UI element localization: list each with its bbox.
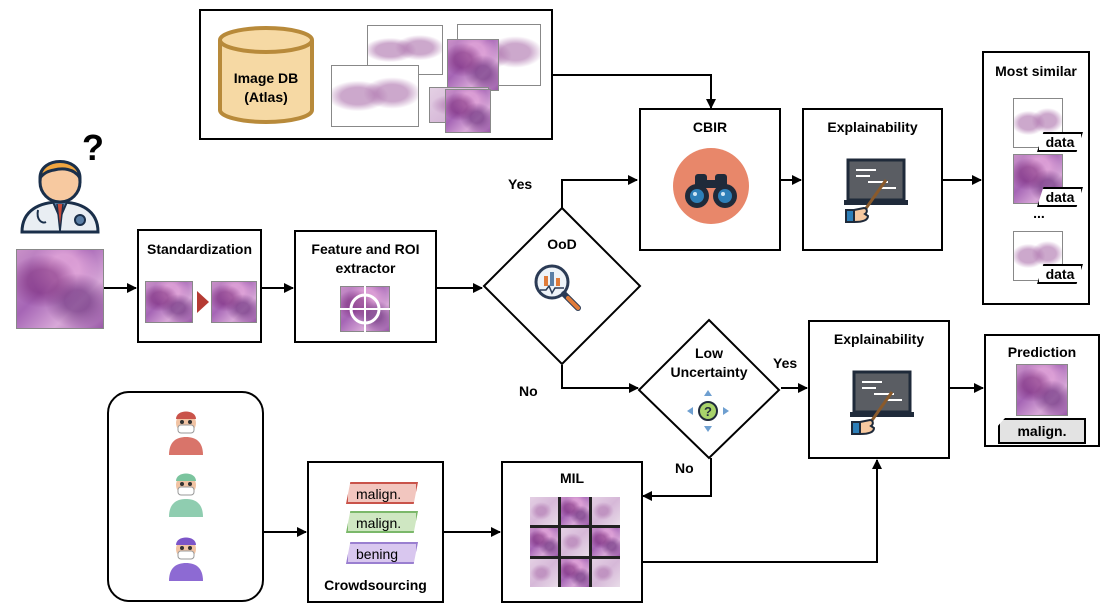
feature-extractor-label-line2: extractor (335, 260, 396, 276)
atlas-slide-image (331, 65, 419, 127)
low-uncertainty-label-line2: Uncertainty (670, 364, 748, 380)
doctor-icon (20, 160, 100, 234)
uncertainty-diamond (637, 318, 781, 460)
mil-patch (561, 559, 589, 587)
ood-label: OoD (547, 236, 577, 252)
arrow-right-icon (197, 291, 209, 313)
cbir-box: CBIR (639, 108, 781, 251)
crowdsourcing-label: Crowdsourcing (324, 577, 427, 593)
crowd-tag-malign-green: malign. (346, 511, 418, 533)
explainability-top-label: Explainability (827, 119, 918, 135)
pathologist-green-icon (169, 473, 203, 517)
uncertainty-yes-label: Yes (773, 355, 798, 371)
explainability-top-box: Explainability (802, 108, 943, 251)
explainability-bottom-box: Explainability (808, 320, 950, 459)
magnifier-chart-icon (534, 264, 581, 311)
prediction-label: Prediction (1007, 344, 1077, 360)
atlas-slide-image (445, 89, 491, 133)
arrow-ood-no-to-uncertainty (561, 365, 639, 393)
explainability-bottom-label: Explainability (833, 331, 925, 347)
uncertainty-question-icon: ? (687, 390, 729, 432)
pathologist-purple-icon (169, 537, 203, 581)
normalized-patches-image (211, 281, 257, 323)
low-uncertainty-label-line1: Low (695, 345, 723, 361)
mil-patch-grid (530, 497, 620, 587)
similar-data-tag-2: data (1037, 187, 1083, 207)
ood-yes-label: Yes (508, 176, 533, 192)
most-similar-label: Most similar (995, 63, 1077, 79)
presentation-board-icon (850, 370, 914, 436)
experts-panel (107, 391, 264, 602)
mil-patch (561, 497, 589, 525)
image-db-label-line1: Image DB (233, 70, 299, 86)
similar-data-tag-3: data (1037, 264, 1083, 284)
uncertainty-no-label: No (675, 460, 694, 476)
crosshair-icon (340, 286, 390, 332)
crowdsourcing-box: malign. malign. bening Crowdsourcing (307, 461, 444, 603)
svg-text:?: ? (704, 404, 712, 419)
input-histology-image (16, 249, 104, 329)
mil-patch (561, 528, 589, 556)
crowd-tag-malign-red: malign. (346, 482, 418, 504)
question-mark-icon: ? (82, 127, 104, 168)
mil-label: MIL (559, 470, 585, 486)
similar-data-tag-1: data (1037, 132, 1083, 152)
standardization-box: Standardization (137, 229, 262, 343)
feature-extractor-label-line1: Feature and ROI (311, 241, 420, 257)
arrow-ood-yes-to-cbir (561, 175, 638, 208)
image-db-panel: Image DB (Atlas) (199, 9, 553, 140)
standardization-label: Standardization (146, 241, 252, 257)
most-similar-box: Most similar data data ... data (982, 51, 1090, 305)
mil-patch (592, 559, 620, 587)
unnormalized-patches-image (145, 281, 193, 323)
atlas-slide-image (457, 24, 541, 86)
ood-no-label: No (519, 383, 538, 399)
binoculars-icon (673, 148, 749, 224)
feature-roi-extractor-box: Feature and ROI extractor (294, 230, 437, 343)
mil-patch (530, 528, 558, 556)
mil-patch (592, 528, 620, 556)
prediction-image (1016, 364, 1068, 416)
arrow-mil-to-explainability (643, 459, 882, 563)
image-db-label-line2: (Atlas) (244, 89, 288, 105)
mil-patch (530, 497, 558, 525)
mil-box: MIL (501, 461, 643, 603)
atlas-slide-image (447, 39, 499, 91)
crowd-tag-bening-purple: bening (346, 542, 418, 564)
prediction-result-tag: malign. (998, 418, 1086, 444)
database-icon (218, 26, 314, 124)
arrow-db-to-cbir (553, 74, 716, 109)
prediction-box: Prediction malign. (984, 334, 1100, 447)
presentation-board-icon (844, 158, 908, 224)
mil-patch (530, 559, 558, 587)
mil-patch (592, 497, 620, 525)
cbir-label: CBIR (692, 119, 728, 135)
similar-ellipsis: ... (1033, 205, 1045, 221)
pathologist-red-icon (169, 411, 203, 455)
arrow-uncertainty-no-to-mil (642, 458, 712, 501)
